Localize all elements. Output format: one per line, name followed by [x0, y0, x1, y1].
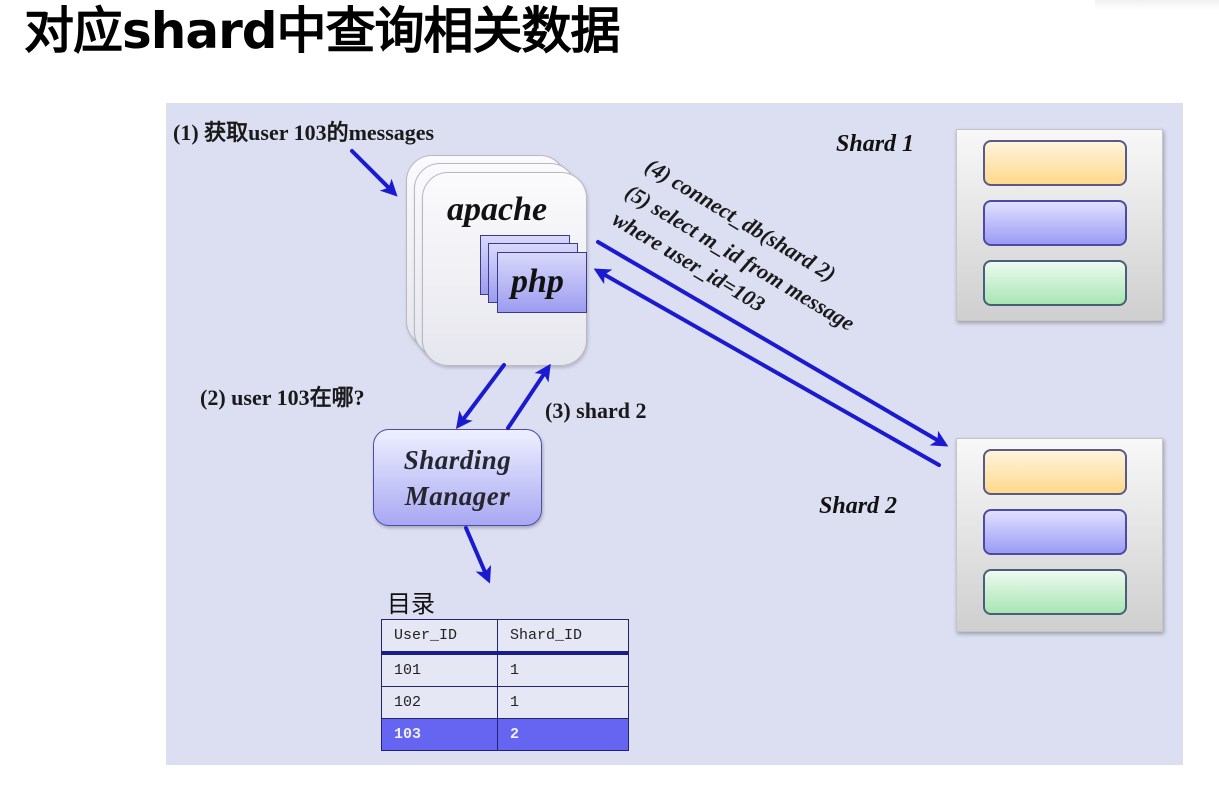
- directory-table: User_ID Shard_ID 101 1 102 1 103 2: [381, 619, 629, 751]
- shard-1-database: [956, 129, 1163, 321]
- step-3-label: (3) shard 2: [545, 398, 647, 423]
- apache-label: apache: [447, 191, 548, 228]
- shard-2-table-blue: [983, 509, 1127, 555]
- shard-1-table-yellow: [983, 140, 1127, 186]
- sharding-manager: Sharding Manager: [373, 429, 542, 526]
- arrow-to-directory: [464, 526, 492, 584]
- shard-2-label: Shard 2: [819, 493, 898, 519]
- table-row-highlighted: 103 2: [381, 718, 629, 751]
- flow-arrows: [350, 149, 949, 584]
- sharding-manager-line2: Manager: [404, 480, 511, 511]
- shard-2-table-green: [983, 569, 1127, 615]
- arrow-response-from-shard2: [593, 268, 941, 467]
- shard-2-table-yellow: [983, 449, 1127, 495]
- page-title: 对应shard中查询相关数据: [24, 2, 621, 60]
- top-edge-shadow: [1095, 0, 1219, 10]
- sharding-manager-line1: Sharding: [403, 444, 512, 475]
- shard-1-table-blue: [983, 200, 1127, 246]
- cell-user-id: 101: [381, 652, 498, 687]
- arrow-from-sharding-manager: [506, 363, 551, 430]
- directory-header-row: User_ID Shard_ID: [381, 619, 629, 655]
- column-header-user-id: User_ID: [381, 619, 498, 655]
- cell-shard-id: 1: [497, 652, 629, 687]
- column-header-shard-id: Shard_ID: [497, 619, 629, 655]
- php-process: [497, 252, 587, 313]
- sharding-diagram: (1) 获取user 103的messages (2) user 103在哪? …: [166, 103, 1183, 765]
- directory-title: 目录: [387, 590, 435, 618]
- table-row: 101 1: [381, 652, 629, 687]
- cell-shard-id: 1: [497, 686, 629, 719]
- cell-user-id: 103: [381, 718, 498, 751]
- step-1-label: (1) 获取user 103的messages: [173, 120, 435, 145]
- php-label: php: [511, 263, 564, 300]
- shard-1-table-green: [983, 260, 1127, 306]
- table-row: 102 1: [381, 686, 629, 719]
- cell-user-id: 102: [381, 686, 498, 719]
- step-2-label: (2) user 103在哪?: [200, 385, 365, 410]
- shard-2-database: [956, 438, 1163, 632]
- arrow-to-sharding-manager: [455, 363, 506, 430]
- shard-1-label: Shard 1: [836, 131, 915, 157]
- arrow-request-in: [350, 149, 398, 197]
- cell-shard-id: 2: [497, 718, 629, 751]
- arrow-query-to-shard2: [596, 240, 949, 447]
